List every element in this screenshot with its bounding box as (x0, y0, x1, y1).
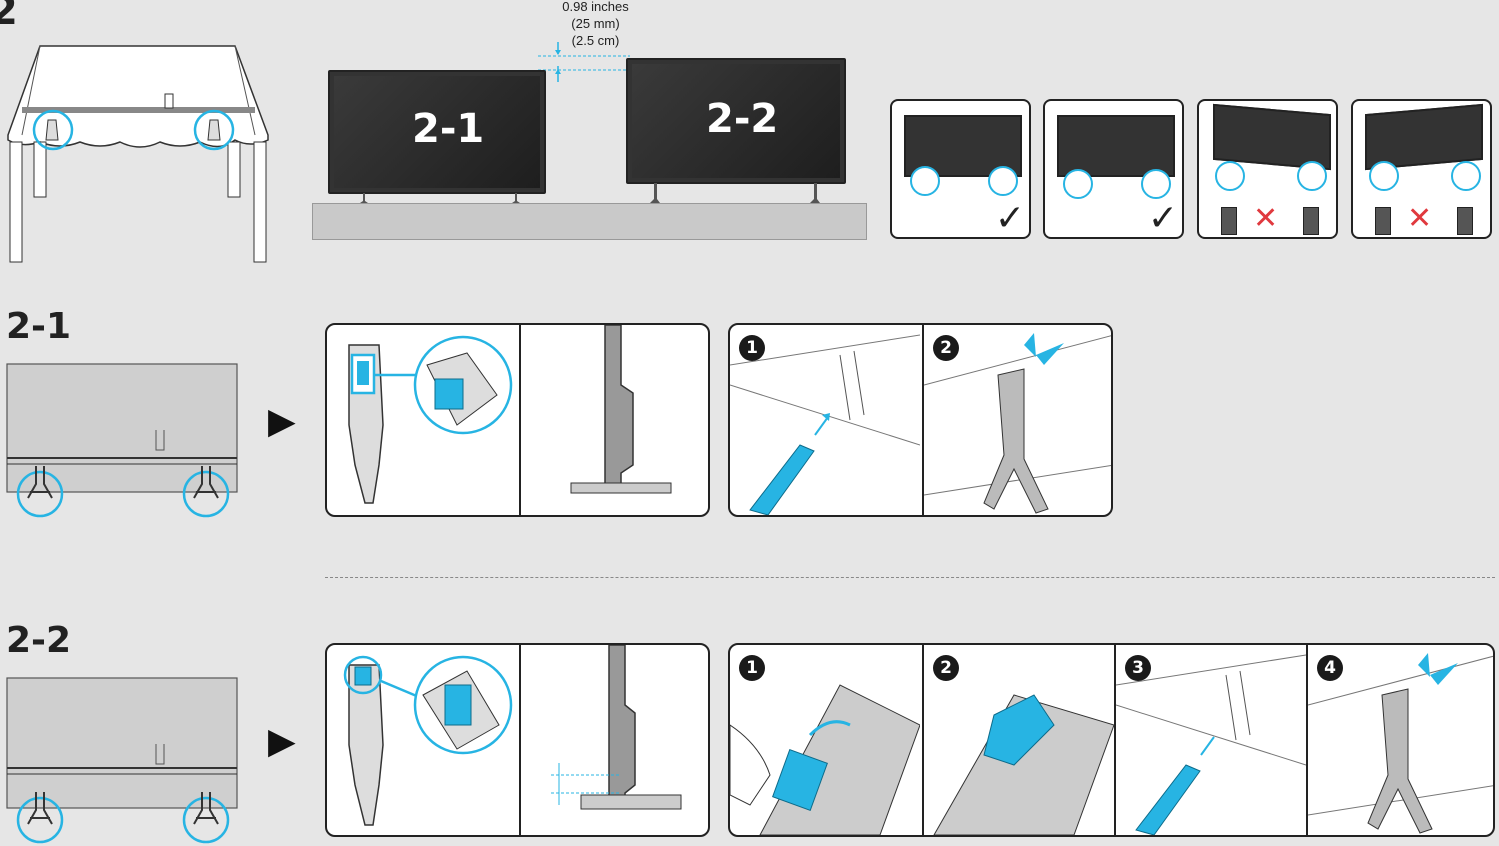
stand-side-panel (519, 325, 708, 515)
section-2-2-step-panels: 1 2 3 4 (728, 643, 1495, 837)
compat-box-3: ✕ (1197, 99, 1338, 239)
stand-side-panel (519, 645, 708, 835)
tv-2-2: 2-2 (626, 58, 846, 184)
tv-2-2-label: 2-2 (706, 96, 779, 142)
stand-detail-panel (327, 325, 519, 515)
tv-2-1-feet (360, 193, 520, 203)
step-3-badge: 3 (1125, 655, 1151, 681)
compat-box-2: ✓ (1043, 99, 1184, 239)
check-icon: ✓ (1147, 198, 1178, 239)
tv-2-1-label: 2-1 (412, 106, 485, 152)
step-1-panel: 1 (730, 645, 922, 835)
arrow-right-icon: ▶ (268, 720, 296, 761)
section-2-1-step-panels: 1 2 (728, 323, 1113, 517)
section-divider (325, 577, 1495, 578)
tv-2-2-feet (650, 183, 820, 203)
x-mark-icon: ✕ (1253, 201, 1279, 236)
step-4-badge: 4 (1317, 655, 1343, 681)
step-2-panel: 2 (922, 325, 1111, 515)
step-1-badge: 1 (739, 335, 765, 361)
arrow-right-icon: ▶ (268, 400, 296, 441)
step-2-panel: 2 (922, 645, 1114, 835)
step-2-badge: 2 (933, 335, 959, 361)
check-icon: ✓ (994, 198, 1025, 239)
step-3-panel: 3 (1114, 645, 1306, 835)
section-2-2-stand-panels (325, 643, 710, 837)
stand-detail-panel (327, 645, 519, 835)
step-2-badge: 2 (933, 655, 959, 681)
section-2-1-tv-back (6, 363, 238, 518)
section-2-1-stand-panels (325, 323, 710, 517)
table-illustration (7, 45, 269, 263)
section-2-2-title: 2-2 (6, 620, 72, 661)
step-1-badge: 1 (739, 655, 765, 681)
step-4-panel: 4 (1306, 645, 1493, 835)
tv-2-1: 2-1 (328, 70, 546, 194)
step-1-panel: 1 (730, 325, 922, 515)
height-dimension-marker (538, 42, 630, 82)
section-2-2-tv-back (6, 677, 238, 844)
step-number: 2 (0, 0, 18, 34)
compat-box-4: ✕ (1351, 99, 1492, 239)
measurement-mm: (25 mm) (571, 16, 620, 31)
measurement-inches: 0.98 inches (562, 0, 629, 14)
compat-box-1: ✓ (890, 99, 1031, 239)
x-mark-icon: ✕ (1407, 201, 1433, 236)
tv-shelf (312, 203, 867, 240)
measurement-cm: (2.5 cm) (571, 33, 620, 48)
section-2-1-title: 2-1 (6, 306, 72, 347)
